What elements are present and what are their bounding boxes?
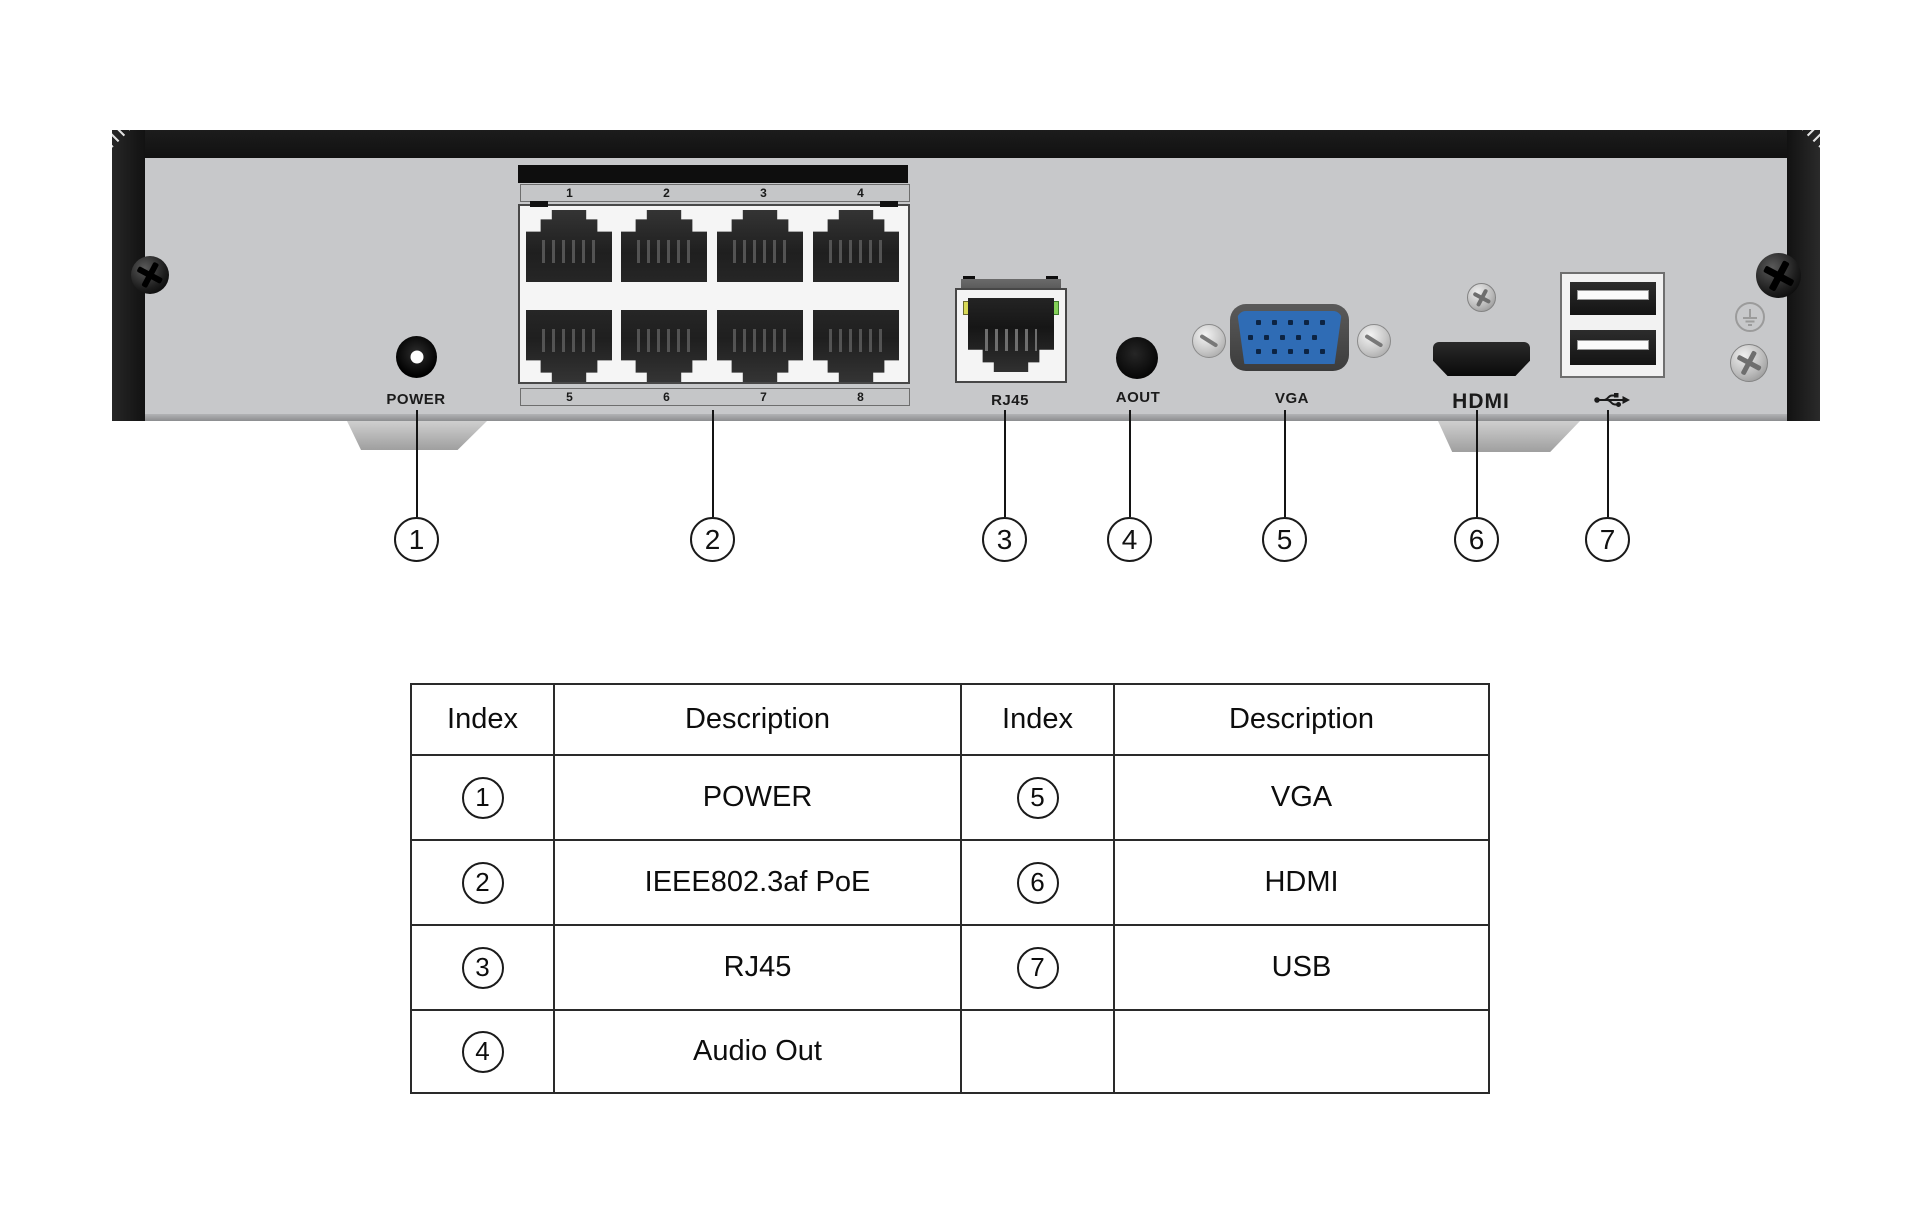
chassis-bottom-edge bbox=[145, 414, 1787, 421]
rj45-pins bbox=[733, 329, 786, 351]
vga-label: VGA bbox=[1274, 390, 1309, 407]
power-label: POWER bbox=[386, 391, 446, 408]
table-row: 1 POWER 5 VGA bbox=[410, 754, 1490, 841]
index-badge: 6 bbox=[1016, 861, 1059, 904]
poe-number: 5 bbox=[566, 390, 573, 404]
rj45-pins bbox=[542, 329, 595, 351]
aout-label: AOUT bbox=[1115, 389, 1161, 406]
hdmi-logo-label: HDMI bbox=[1452, 390, 1510, 413]
power-connector bbox=[396, 336, 437, 378]
index-badge: 3 bbox=[461, 946, 504, 989]
rj45-pins bbox=[985, 329, 1037, 351]
legend-table: Index Description Index Description 1 PO… bbox=[410, 683, 1490, 1094]
callout-3: 3 bbox=[982, 517, 1027, 562]
usb-tongue bbox=[1577, 290, 1649, 300]
callout-line-3 bbox=[1004, 410, 1006, 517]
vga-pins bbox=[1247, 320, 1331, 354]
description-cell: IEEE802.3af PoE bbox=[553, 839, 962, 926]
vga-screw-post bbox=[1357, 324, 1391, 358]
table-row: 2 IEEE802.3af PoE 6 HDMI bbox=[410, 839, 1490, 926]
audio-out-jack bbox=[1116, 337, 1158, 379]
protective-earth-icon bbox=[1735, 302, 1765, 332]
description-cell: USB bbox=[1113, 924, 1490, 1011]
callout-line-4 bbox=[1129, 410, 1131, 517]
rj45-pins bbox=[637, 240, 691, 263]
screw-icon bbox=[1730, 344, 1768, 382]
poe-number: 7 bbox=[760, 390, 767, 404]
index-badge: 4 bbox=[461, 1030, 504, 1073]
poe-top-cover bbox=[518, 165, 908, 183]
empty-cell bbox=[1113, 1009, 1490, 1094]
header-description-1: Description bbox=[553, 683, 962, 756]
callout-7: 7 bbox=[1585, 517, 1630, 562]
description-cell: RJ45 bbox=[553, 924, 962, 1011]
empty-cell bbox=[960, 1009, 1115, 1094]
index-badge: 5 bbox=[1016, 776, 1059, 819]
poe-number: 1 bbox=[566, 186, 573, 200]
poe-port-numbers-top: 1 2 3 4 bbox=[520, 184, 910, 202]
header-index-2: Index bbox=[960, 683, 1115, 756]
rj45-pins bbox=[733, 240, 787, 263]
usb-trident-icon bbox=[1594, 393, 1630, 407]
index-badge: 7 bbox=[1016, 946, 1059, 989]
callout-line-1 bbox=[416, 410, 418, 517]
usb-tongue bbox=[1577, 340, 1649, 350]
rj45-pins bbox=[829, 240, 883, 263]
index-badge: 2 bbox=[461, 861, 504, 904]
hdmi-connector bbox=[1433, 342, 1530, 376]
callout-5: 5 bbox=[1262, 517, 1307, 562]
description-cell: POWER bbox=[553, 754, 962, 841]
vga-screw-post bbox=[1192, 324, 1226, 358]
callout-line-2 bbox=[712, 410, 714, 517]
callout-4: 4 bbox=[1107, 517, 1152, 562]
rj45-label: RJ45 bbox=[991, 392, 1029, 409]
description-cell: HDMI bbox=[1113, 839, 1490, 926]
rj45-pins bbox=[829, 329, 882, 351]
rj45-pins bbox=[637, 329, 690, 351]
rj45-pins bbox=[542, 240, 596, 263]
header-description-2: Description bbox=[1113, 683, 1490, 756]
callout-line-7 bbox=[1607, 410, 1609, 517]
poe-number: 6 bbox=[663, 390, 670, 404]
power-pin-hole bbox=[410, 350, 423, 364]
index-badge: 1 bbox=[461, 776, 504, 819]
vga-connector-face bbox=[1237, 311, 1342, 364]
bezel-tab bbox=[530, 201, 548, 207]
screw-icon bbox=[1467, 283, 1496, 312]
poe-number: 4 bbox=[857, 186, 864, 200]
header-index-1: Index bbox=[410, 683, 555, 756]
callout-2: 2 bbox=[690, 517, 735, 562]
table-row: 4 Audio Out bbox=[410, 1009, 1490, 1094]
poe-number: 3 bbox=[760, 186, 767, 200]
callout-1: 1 bbox=[394, 517, 439, 562]
poe-number: 2 bbox=[663, 186, 670, 200]
callout-6: 6 bbox=[1454, 517, 1499, 562]
description-cell: Audio Out bbox=[553, 1009, 962, 1094]
callout-line-5 bbox=[1284, 410, 1286, 517]
bezel-tab bbox=[880, 201, 898, 207]
poe-port-numbers-bottom: 5 6 7 8 bbox=[520, 388, 910, 406]
description-cell: VGA bbox=[1113, 754, 1490, 841]
callout-line-6 bbox=[1476, 410, 1478, 517]
poe-number: 8 bbox=[857, 390, 864, 404]
screw-icon bbox=[1756, 253, 1801, 298]
table-header-row: Index Description Index Description bbox=[410, 683, 1490, 756]
screw-icon bbox=[131, 256, 169, 294]
rubber-foot-right bbox=[1438, 421, 1580, 452]
chassis-top-edge bbox=[112, 130, 1820, 161]
table-row: 3 RJ45 7 USB bbox=[410, 924, 1490, 1011]
